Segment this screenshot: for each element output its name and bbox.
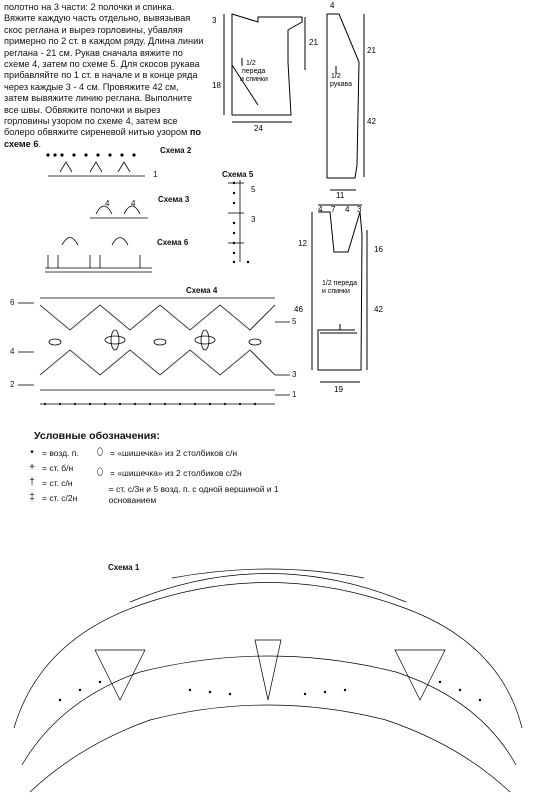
scheme-4-arrows [18, 302, 290, 396]
scheme-5-num-3: 3 [251, 215, 256, 224]
scheme-4-dots [43, 402, 257, 406]
dim-21b: 21 [367, 46, 376, 55]
legend-item: + = ст. б/н [26, 462, 74, 474]
legend-item: † = ст. с/н [26, 477, 73, 489]
legend-text: = «шишечка» из 2 столбиков с/н [110, 448, 238, 458]
scheme-4-chart [39, 297, 276, 405]
legend-item: ‡ = ст. с/2н [26, 492, 78, 504]
scheme-1-chart [13, 568, 523, 793]
svg-text:и спинки: и спинки [240, 76, 268, 83]
svg-text:переда: переда [242, 68, 265, 75]
scheme-4-label: Схема 4 [186, 286, 218, 295]
scheme-4-left-2: 2 [10, 380, 15, 389]
dim-21a: 21 [309, 38, 318, 47]
svg-text:рукава: рукава [330, 81, 352, 88]
svg-text:12: 12 [298, 239, 307, 248]
scheme-5-chart [232, 181, 250, 264]
scheme-2-row-1: 1 [153, 170, 158, 179]
puff-tr-icon: ⬯ [96, 467, 104, 478]
legend-text: = ст. с/3н и 5 возд. п. с одной вершиной… [108, 484, 279, 505]
dim-4a: 4 [330, 1, 335, 10]
single-crochet-icon: + [29, 462, 35, 473]
scheme-5-lines [228, 180, 244, 262]
double-crochet-icon: † [29, 477, 35, 488]
svg-text:19: 19 [334, 385, 343, 394]
dim-42a: 42 [367, 117, 376, 126]
svg-text:и спинки: и спинки [322, 288, 350, 295]
scheme-3-label: Схема 3 [158, 195, 190, 204]
scheme-4-left-4: 4 [10, 347, 15, 356]
legend-item: ⬯ = «шишечка» из 2 столбиков с/н [94, 447, 294, 459]
svg-text:1/2: 1/2 [246, 60, 256, 67]
dim-18: 18 [212, 81, 221, 90]
scheme-3-num-a: 4 [105, 199, 110, 208]
legend-item: = ст. с/3н и 5 возд. п. с одной вершиной… [94, 484, 304, 506]
scheme-4-right-1: 1 [292, 390, 297, 399]
legend-item: ⬯ = «шишечка» из 2 столбиков с/2н [94, 467, 294, 479]
scheme-4-right-5: 5 [292, 317, 297, 326]
legend-title: Условные обозначения: [34, 430, 160, 442]
legend-text: = ст. с/2н [42, 493, 78, 503]
dim-24: 24 [254, 124, 263, 133]
instructions-end: . [38, 138, 41, 149]
scheme-4-left-6: 6 [10, 298, 15, 307]
chain-stitch-icon: • [30, 447, 34, 458]
scheme-4-right-3: 3 [292, 370, 297, 379]
scheme-2-chart [46, 153, 145, 177]
pattern-top-shape [231, 13, 303, 116]
svg-text:3: 3 [357, 205, 362, 214]
svg-text:16: 16 [374, 245, 383, 254]
legend-text: = возд. п. [42, 448, 79, 458]
treble-crochet-icon: ‡ [29, 492, 35, 503]
scheme-6-label: Схема 6 [157, 238, 189, 247]
instructions-text: полотно на 3 части: 2 полочки и спинка. … [4, 2, 204, 150]
scheme-5-num-5: 5 [251, 185, 256, 194]
instructions-body: полотно на 3 части: 2 полочки и спинка. … [4, 2, 204, 138]
svg-text:4: 4 [345, 205, 350, 214]
scheme-3-num-b: 4 [131, 199, 136, 208]
svg-text:42: 42 [374, 305, 383, 314]
svg-text:1/2 переда: 1/2 переда [322, 280, 357, 287]
scheme-3-chart [90, 205, 148, 219]
scheme-1-dots [58, 680, 482, 702]
legend-item: • = возд. п. [26, 447, 79, 459]
instructions-bold: по схеме 6 [4, 127, 201, 149]
dim-4b: 4 [318, 205, 323, 214]
legend-text: = ст. б/н [42, 463, 74, 473]
scheme-5-label: Схема 5 [222, 170, 254, 179]
scheme-6-chart [45, 237, 152, 273]
pattern-sleeve-shape [326, 13, 360, 179]
puff-dc-icon: ⬯ [96, 447, 104, 458]
legend-text: = ст. с/н [42, 478, 73, 488]
scheme-2-label: Схема 2 [160, 146, 192, 155]
svg-text:1/2: 1/2 [331, 73, 341, 80]
dim-3: 3 [212, 16, 217, 25]
pattern-bottom-shape [317, 211, 363, 371]
scheme-1-label: Схема 1 [108, 563, 140, 572]
dim-11: 11 [336, 191, 345, 200]
svg-text:7: 7 [331, 205, 336, 214]
legend-text: = «шишечка» из 2 столбиков с/2н [110, 468, 242, 478]
svg-text:46: 46 [294, 305, 303, 314]
